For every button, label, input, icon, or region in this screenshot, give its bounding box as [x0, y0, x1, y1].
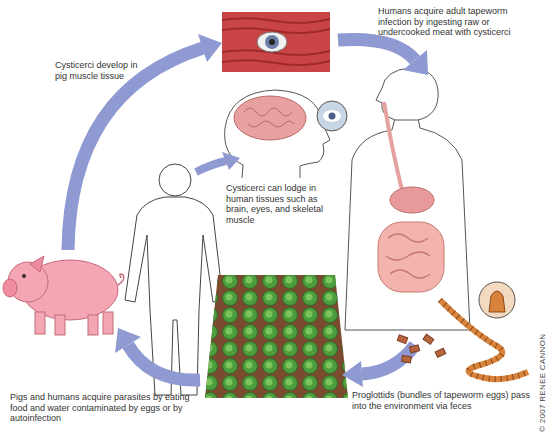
- pig-snout: [3, 279, 17, 297]
- proglottid: [435, 348, 446, 357]
- pig-leg: [103, 312, 113, 334]
- annotation-text: Pigs and humans acquire parasites by eat…: [10, 392, 190, 424]
- arrow-head: [222, 152, 240, 170]
- intestines: [378, 222, 444, 292]
- cysticercus-eye: [257, 32, 287, 52]
- cycle-arrow: [196, 161, 226, 172]
- human-head-profile: [225, 90, 330, 178]
- pig-tail: [118, 274, 124, 285]
- pig-leg: [55, 315, 65, 335]
- cycle-arrow: [338, 39, 415, 60]
- proglottid: [423, 334, 434, 344]
- intestine-loops: [386, 234, 430, 278]
- crop-soil: [205, 275, 348, 398]
- brain-folds: [244, 108, 294, 127]
- proglottids: [397, 334, 446, 363]
- esophagus: [384, 102, 402, 190]
- scolex-magnifier: [479, 282, 515, 318]
- crop-rows: [205, 275, 348, 398]
- proglottid: [409, 345, 419, 353]
- arrow-head: [342, 361, 363, 387]
- pig-leg: [88, 315, 98, 335]
- human-figure: [125, 197, 223, 395]
- muscle-tissue: [222, 12, 330, 72]
- muscle-fibres: [222, 18, 330, 65]
- eye-iris: [265, 35, 279, 49]
- magnified-iris: [329, 113, 336, 120]
- stomach: [390, 187, 434, 213]
- pig-ear: [30, 256, 44, 272]
- copyright-notice: © 2007 RENEE CANNON: [538, 334, 548, 432]
- arrow-head: [198, 34, 222, 62]
- arrow-head: [115, 328, 141, 353]
- human-head: [159, 164, 191, 196]
- pig-leg: [35, 312, 45, 334]
- scolex: [489, 291, 505, 312]
- arrow-head: [403, 50, 428, 75]
- eye-magnifier: [317, 101, 347, 131]
- brain: [234, 96, 306, 140]
- pig-eye: [22, 274, 26, 278]
- annotation-text: Proglottids (bundles of tapeworm eggs) p…: [352, 390, 537, 411]
- human-torso: [345, 118, 470, 330]
- proglottid: [397, 335, 408, 344]
- proglottid: [402, 355, 412, 362]
- cycle-arrow: [128, 345, 200, 380]
- cycle-arrows: [68, 34, 428, 387]
- cycle-arrow: [362, 345, 415, 374]
- annotation-text: Cysticerci develop in pig muscle tissue: [55, 60, 150, 81]
- eye-pupil: [269, 39, 275, 45]
- magnified-eye: [323, 110, 341, 122]
- annotation-text: Cysticerci can lodge in human tissues su…: [226, 183, 338, 225]
- annotation-text: Humans acquire adult tapeworm infection …: [378, 6, 540, 38]
